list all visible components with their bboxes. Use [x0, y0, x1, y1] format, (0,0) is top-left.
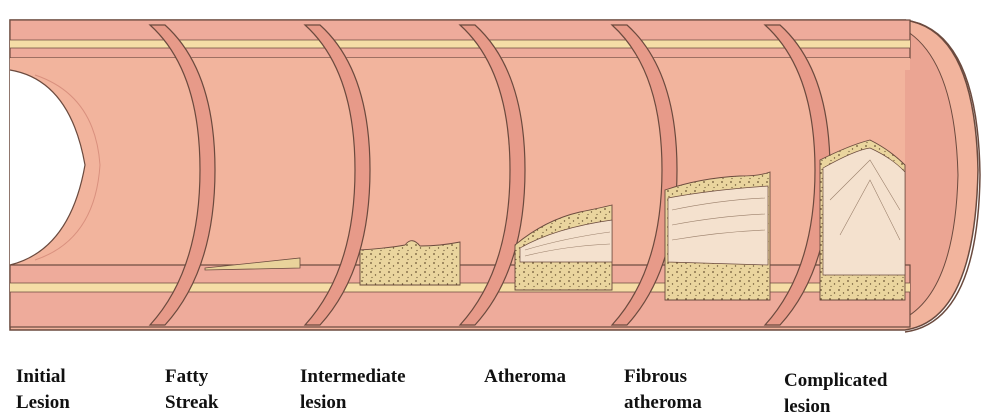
- segment-complicated-lesion: [820, 140, 905, 300]
- artery-illustration: [0, 0, 983, 345]
- segment-fibrous-atheroma: [665, 172, 770, 300]
- label-atheroma: Atheroma: [484, 364, 566, 390]
